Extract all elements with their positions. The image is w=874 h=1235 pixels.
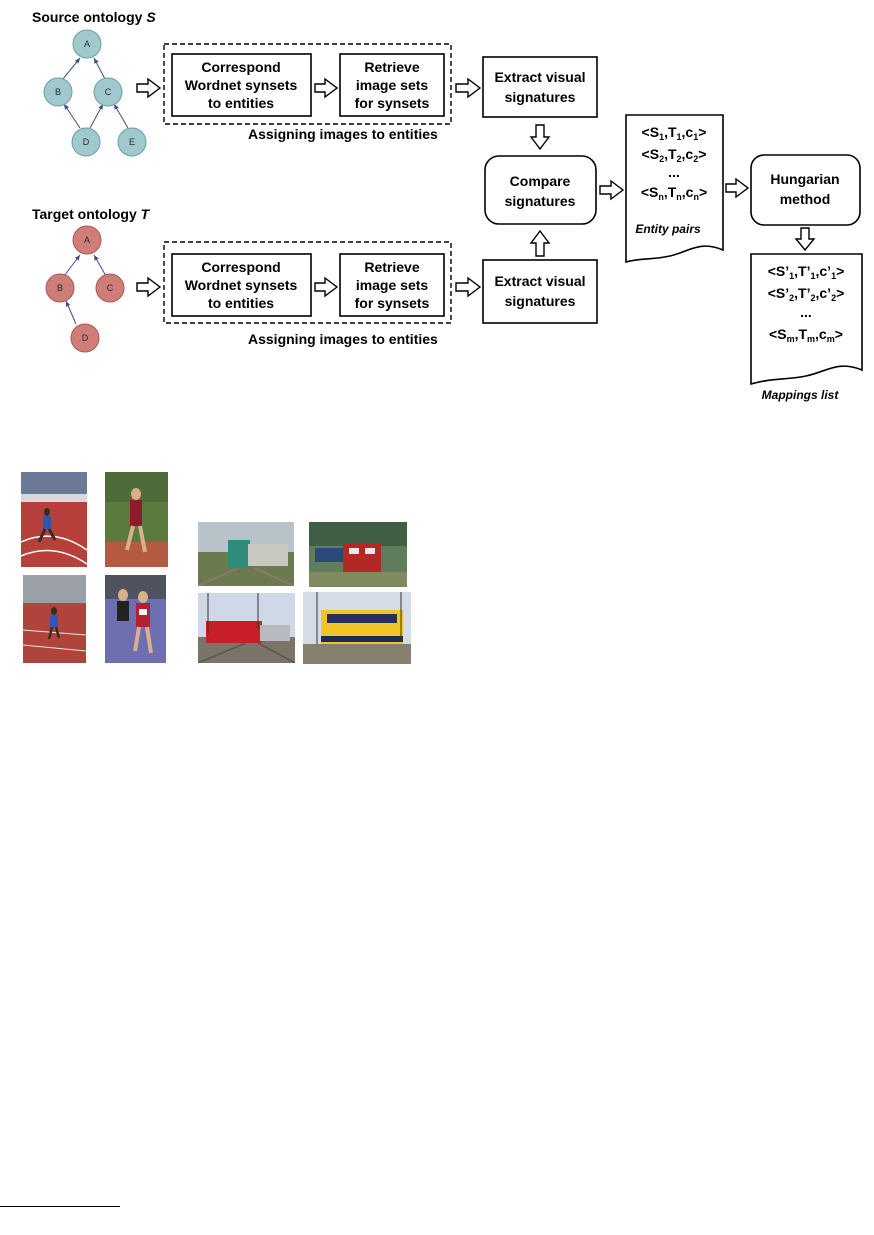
mappings-ellipsis: ...	[800, 304, 812, 320]
retrieve-line-3: for synsets	[355, 95, 430, 111]
correspond-line-1: Correspond	[201, 59, 280, 75]
target-ontology-graph: A B C D	[45, 225, 125, 353]
correspond-line-1: Correspond	[201, 259, 280, 275]
correspond-line-3: to entities	[208, 95, 274, 111]
retrieve-line-2: image sets	[356, 277, 429, 293]
retrieve-box-top	[339, 53, 445, 117]
target-node	[45, 273, 75, 303]
source-node	[72, 29, 102, 59]
mappings-list-document	[750, 253, 863, 386]
extract-line-2: signatures	[505, 293, 576, 309]
flow-arrow-up	[529, 229, 551, 257]
compare-line-2: signatures	[505, 193, 576, 209]
entity-pairs-document	[625, 114, 724, 264]
mappings-list-label: Mappings list	[762, 388, 840, 402]
correspond-line-3: to entities	[208, 295, 274, 311]
train-photo-1	[198, 522, 294, 586]
source-node	[43, 77, 73, 107]
retrieve-line-1: Retrieve	[364, 259, 419, 275]
source-node-label: C	[105, 87, 112, 97]
flow-arrow	[455, 77, 482, 99]
train-photo-4	[303, 592, 411, 664]
footnote-separator	[0, 1206, 120, 1207]
flow-arrow	[599, 179, 625, 201]
correspond-line-2: Wordnet synsets	[185, 277, 298, 293]
entity-pairs-label: Entity pairs	[635, 222, 701, 236]
mapping-row: <S’2,T’2,c’2>	[768, 285, 845, 303]
flow-arrow-down	[529, 124, 551, 151]
flow-arrow	[314, 77, 339, 99]
runner-photo-3	[23, 575, 86, 663]
target-node	[72, 225, 102, 255]
train-photo-3	[198, 593, 295, 663]
flow-arrow	[136, 276, 162, 298]
hungarian-box	[750, 154, 861, 226]
mapping-row: <S’1,T’1,c’1>	[768, 263, 845, 281]
extract-line-2: signatures	[505, 89, 576, 105]
source-node-label: A	[84, 39, 90, 49]
target-node	[95, 273, 125, 303]
correspond-line-2: Wordnet synsets	[185, 77, 298, 93]
source-node	[71, 127, 101, 157]
assigning-label-bottom: Assigning images to entities	[248, 331, 438, 347]
compare-box	[484, 155, 597, 225]
hungarian-line-1: Hungarian	[770, 171, 839, 187]
source-node-label: E	[129, 137, 135, 147]
source-node	[117, 127, 147, 157]
assigning-label-top: Assigning images to entities	[248, 126, 438, 142]
source-ontology-title: Source ontology S	[32, 9, 156, 25]
entity-pair-row: <S2,T2,c2>	[642, 146, 707, 164]
retrieve-line-2: image sets	[356, 77, 429, 93]
target-node-label: C	[107, 283, 114, 293]
extract-line-1: Extract visual	[494, 69, 585, 85]
source-node-label: B	[55, 87, 61, 97]
ontology-matching-diagram: Source ontology S A B C D E Target ontol…	[32, 9, 863, 402]
runner-photo-1	[21, 472, 87, 567]
retrieve-box-bottom	[339, 253, 445, 317]
flow-arrow	[314, 276, 339, 298]
entity-pairs-ellipsis: ...	[668, 164, 680, 180]
correspond-box-bottom	[171, 253, 312, 317]
target-node-label: D	[82, 333, 89, 343]
hungarian-line-2: method	[780, 191, 831, 207]
train-photo-2	[309, 522, 407, 587]
target-node-label: B	[57, 283, 63, 293]
runner-photo-2	[105, 472, 168, 567]
extract-box-top	[482, 56, 598, 118]
retrieve-line-1: Retrieve	[364, 59, 419, 75]
source-node-label: D	[83, 137, 90, 147]
flow-arrow	[455, 276, 482, 298]
extract-box-bottom	[482, 259, 598, 324]
source-node	[93, 77, 123, 107]
compare-line-1: Compare	[510, 173, 571, 189]
target-node-label: A	[84, 235, 90, 245]
target-node	[70, 323, 100, 353]
entity-pair-row: <Sn,Tn,cn>	[641, 184, 707, 202]
source-ontology-graph: A B C D E	[43, 29, 147, 157]
flow-arrow-down	[794, 227, 816, 252]
correspond-box-top	[171, 53, 312, 117]
flow-arrow	[136, 77, 162, 99]
extract-line-1: Extract visual	[494, 273, 585, 289]
flow-arrow	[725, 177, 750, 199]
target-ontology-title: Target ontology T	[32, 206, 151, 222]
runner-photo-4	[105, 575, 166, 663]
retrieve-line-3: for synsets	[355, 295, 430, 311]
entity-pair-row: <S1,T1,c1>	[642, 124, 707, 142]
